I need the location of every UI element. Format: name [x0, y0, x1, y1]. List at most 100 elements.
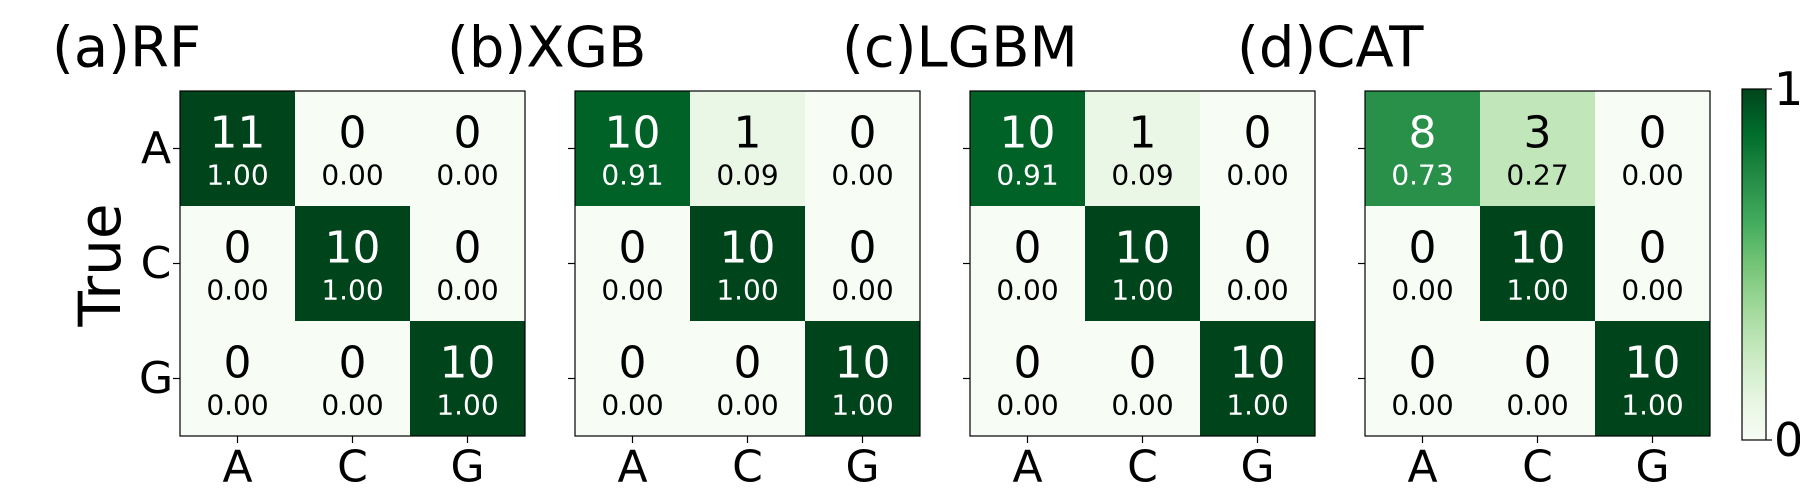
cell-proportion: 0.00	[1506, 389, 1568, 422]
matrix-cell	[1085, 206, 1200, 321]
x-tick-label: C	[1127, 442, 1158, 493]
cell-count: 0	[734, 338, 762, 389]
panel-title: (c)LGBM	[842, 16, 1078, 81]
confusion-matrix-panel: (a)RF111.0000.0000.0000.00101.0000.0000.…	[52, 16, 526, 493]
matrix-cell	[970, 206, 1085, 321]
matrix-cell	[1595, 91, 1710, 206]
matrix-cell	[180, 321, 295, 436]
cell-proportion: 0.91	[996, 159, 1058, 192]
cell-proportion: 0.00	[321, 159, 383, 192]
colorbar: 1 0	[1741, 62, 1800, 467]
matrix-cell	[1085, 91, 1200, 206]
cell-count: 0	[1639, 108, 1667, 159]
cell-count: 10	[835, 338, 891, 389]
cell-count: 10	[440, 338, 496, 389]
cell-proportion: 0.00	[206, 274, 268, 307]
cell-proportion: 0.00	[1226, 159, 1288, 192]
cell-proportion: 0.00	[996, 389, 1058, 422]
matrix-cell	[575, 91, 690, 206]
cell-proportion: 0.27	[1506, 159, 1568, 192]
x-tick-label: G	[450, 442, 484, 493]
panel-title: (a)RF	[52, 16, 201, 81]
cell-count: 0	[339, 338, 367, 389]
cell-count: 10	[720, 223, 776, 274]
x-tick-label: C	[337, 442, 368, 493]
colorbar-min-label: 0	[1774, 413, 1800, 467]
matrix-cell	[690, 206, 805, 321]
cell-count: 1	[1129, 108, 1157, 159]
matrix-cell	[1595, 321, 1710, 436]
cell-count: 0	[339, 108, 367, 159]
matrix-cell	[690, 91, 805, 206]
matrix-cell	[1595, 206, 1710, 321]
cell-proportion: 0.00	[1391, 389, 1453, 422]
cell-proportion: 0.00	[1621, 274, 1683, 307]
matrix-cell	[1365, 206, 1480, 321]
cell-proportion: 1.00	[831, 389, 893, 422]
y-tick-label: C	[141, 238, 172, 289]
x-tick-label: A	[222, 442, 252, 493]
cell-proportion: 0.00	[601, 389, 663, 422]
y-axis-label: True	[66, 203, 134, 327]
cell-proportion: 0.00	[1621, 159, 1683, 192]
cell-count: 10	[1625, 338, 1681, 389]
cell-proportion: 0.91	[601, 159, 663, 192]
matrix-cell	[1480, 206, 1595, 321]
cell-proportion: 0.00	[436, 274, 498, 307]
x-tick-label: C	[732, 442, 763, 493]
matrix-cell	[295, 206, 410, 321]
colorbar-gradient	[1741, 88, 1767, 441]
cell-proportion: 0.00	[831, 274, 893, 307]
cell-count: 0	[1524, 338, 1552, 389]
cell-count: 0	[454, 108, 482, 159]
matrix-cell	[805, 321, 920, 436]
cell-count: 0	[619, 223, 647, 274]
matrix-cell	[1085, 321, 1200, 436]
cell-count: 0	[1409, 338, 1437, 389]
matrix-cell	[410, 206, 525, 321]
matrix-cell	[575, 206, 690, 321]
cell-count: 0	[1244, 108, 1272, 159]
confusion-matrix-panel: (d)CAT80.7330.2700.0000.00101.0000.0000.…	[1237, 16, 1711, 493]
cell-proportion: 0.73	[1391, 159, 1453, 192]
panel-title: (d)CAT	[1237, 16, 1424, 81]
cell-count: 0	[224, 223, 252, 274]
matrix-cell	[1480, 91, 1595, 206]
cell-proportion: 0.09	[1111, 159, 1173, 192]
cell-count: 0	[454, 223, 482, 274]
cell-count: 0	[849, 223, 877, 274]
matrix-cell	[410, 91, 525, 206]
matrix-cell	[970, 91, 1085, 206]
matrix-cell	[180, 206, 295, 321]
matrix-cell	[410, 321, 525, 436]
x-tick-label: G	[845, 442, 879, 493]
matrix-cell	[1200, 206, 1315, 321]
x-tick-label: A	[1407, 442, 1437, 493]
cell-proportion: 0.00	[436, 159, 498, 192]
cell-proportion: 0.00	[206, 389, 268, 422]
matrix-cell	[1200, 321, 1315, 436]
cell-count: 0	[1409, 223, 1437, 274]
cell-proportion: 1.00	[206, 159, 268, 192]
cell-proportion: 1.00	[1506, 274, 1568, 307]
cell-count: 0	[224, 338, 252, 389]
matrix-cell	[1200, 91, 1315, 206]
matrix-cell	[1365, 91, 1480, 206]
matrix-cell	[1480, 321, 1595, 436]
cell-count: 0	[1014, 223, 1042, 274]
panels-group: (a)RF111.0000.0000.0000.00101.0000.0000.…	[52, 16, 1711, 493]
confusion-matrix-panel: (b)XGB100.9110.0900.0000.00101.0000.0000…	[447, 16, 921, 493]
cell-count: 10	[1000, 108, 1056, 159]
matrix-cell	[690, 321, 805, 436]
cell-proportion: 0.00	[716, 389, 778, 422]
cell-count: 0	[1129, 338, 1157, 389]
cell-proportion: 0.00	[601, 274, 663, 307]
cell-count: 10	[605, 108, 661, 159]
x-tick-label: A	[1012, 442, 1042, 493]
cell-proportion: 1.00	[321, 274, 383, 307]
x-tick-label: C	[1522, 442, 1553, 493]
cell-count: 0	[1244, 223, 1272, 274]
confusion-matrix-panel: (c)LGBM100.9110.0900.0000.00101.0000.000…	[842, 16, 1316, 493]
matrix-cell	[575, 321, 690, 436]
